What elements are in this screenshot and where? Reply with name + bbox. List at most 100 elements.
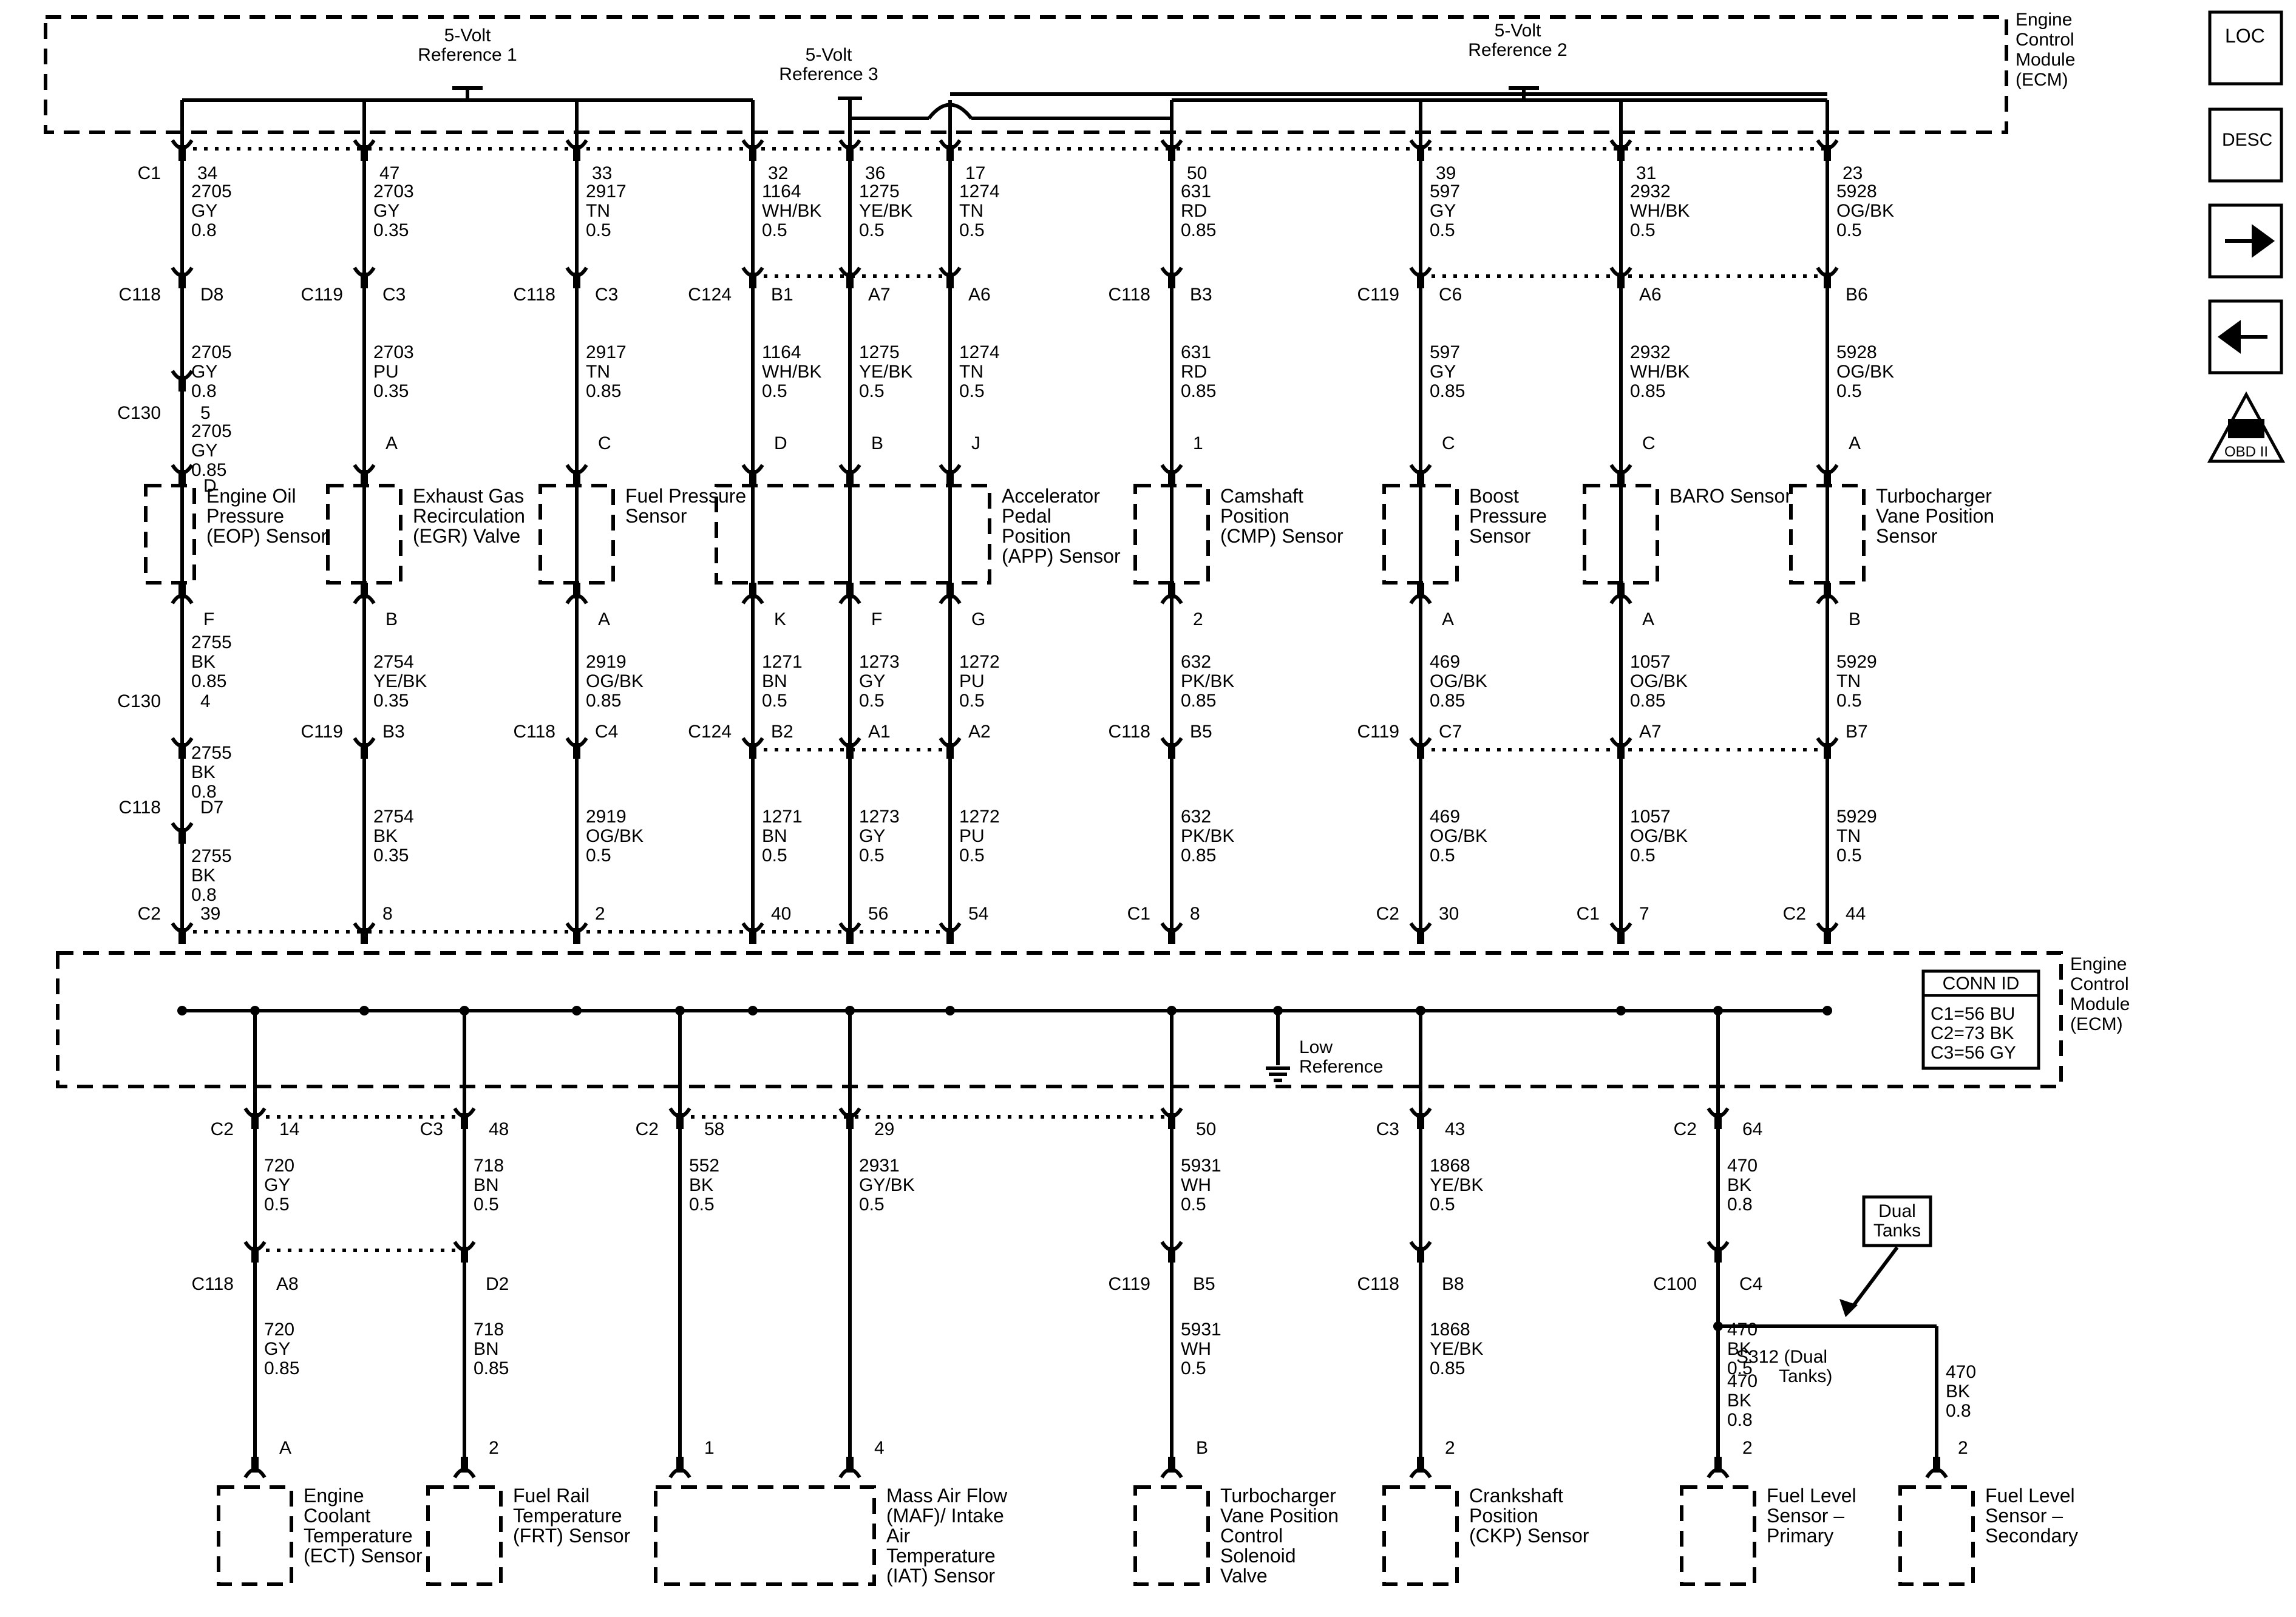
pin-b-5: F [871,609,882,629]
b-component-label-secondary-line: Sensor – [1985,1505,2063,1527]
component-label-7-line: BARO Sensor [1669,485,1792,507]
wire2-spec-5-line: 1275 [859,342,900,362]
b-component-label-4-line: Vane Position [1220,1505,1339,1527]
component-box-7 [1583,484,1659,585]
b-wire1-spec-2-line: 0.5 [474,1195,499,1215]
connector-pin [1714,1247,1722,1263]
b-wire-secondary-spec-line: BK [1946,1381,1970,1402]
pin-mid-5: A7 [868,285,891,305]
b-wire-primary-spec-line: 0.8 [1727,1410,1753,1430]
connector-pin [676,1457,684,1473]
b-wire1-spec-3-line: BK [689,1175,713,1195]
connector-pin [1714,1113,1722,1129]
wire2-spec-4-line: 1164 [762,342,801,362]
conn-b1-2: C119 [301,722,344,742]
connector-pin [846,1113,854,1129]
obd-roman-two-icon [2228,419,2264,438]
pin-a-6: J [971,433,980,453]
wire6-spec-1-line: 2755 [191,846,232,866]
wire1-spec-1-line: GY [191,201,217,221]
component-box-1 [144,484,196,585]
conn-id-title: CONN ID [1943,974,2020,994]
b-wire1-spec-4-line: 2931 [859,1156,900,1176]
wire5-spec-9-line: OG/BK [1630,826,1688,846]
b-wire1-spec-6-line: YE/BK [1430,1175,1483,1195]
connector-pin [178,273,186,288]
component-label-2-line: (EGR) Valve [413,525,520,547]
b-pin-top-2: 48 [489,1119,509,1139]
pin-mid-9: A6 [1639,285,1662,305]
pin-b1-4: B2 [771,722,793,742]
splice-dot [572,1006,582,1015]
connector-pin [1617,470,1625,486]
desc-button[interactable] [2208,107,2283,183]
b-pin-3: 1 [704,1438,715,1458]
b-wire1-spec-7-line: 0.8 [1727,1195,1753,1215]
wire5-spec-2-line: 0.35 [373,846,409,866]
wire2-spec-3-line: 2917 [586,342,627,362]
b-conn-mid-7: C100 [1653,1274,1697,1294]
connector-pin [1417,928,1424,944]
connector-pin [946,583,954,598]
wire2-spec-10-line: OG/BK [1836,362,1894,382]
component-label-4-line: Pedal [1002,505,1051,527]
conn-mid-7: C118 [1109,285,1151,305]
pin-b-3: A [598,609,610,629]
b-wire1-spec-5-line: 5931 [1181,1156,1221,1176]
pin-bot-1: 39 [200,904,220,924]
wire4-spec-5-line: 1273 [859,652,900,672]
b-component-label-5-line: Crankshaft [1469,1485,1563,1507]
connector-pin [178,828,186,844]
conn-bot-9: C1 [1577,904,1600,924]
b-wire2-spec-2-line: 718 [474,1320,504,1340]
wire4-spec-8-line: OG/BK [1430,671,1487,691]
wire5-spec-9-line: 0.5 [1630,846,1656,866]
connector-pin [1824,928,1831,944]
b-component-box-5 [1382,1485,1459,1586]
connector-pin [1824,583,1831,598]
pin-b-10: B [1849,609,1861,629]
b-pin-mid-5: B5 [1193,1274,1215,1294]
connector-pin [1168,273,1175,288]
pin-top-1: 34 [197,163,217,183]
splice-dot [1822,1006,1832,1015]
loc-button[interactable] [2208,10,2283,86]
ecm-top-box [44,15,2008,134]
wire5-spec-6-line: 0.5 [959,846,985,866]
connector-pin [361,583,368,598]
pin-top-7: 50 [1187,163,1207,183]
component-label-3-line: Fuel Pressure [625,485,746,507]
b-component-box-1 [217,1485,293,1586]
splice-dot [359,1006,369,1015]
pin-top-6: 17 [965,163,985,183]
connector-pin [1168,928,1175,944]
component-label-6-line: Boost [1469,485,1519,507]
pin-b1-1: 4 [200,691,211,711]
pin-b-9: A [1642,609,1654,629]
callout-label-line: Tanks [1873,1221,1921,1241]
connector-pin [846,470,854,486]
wire5-spec-4-line: BN [762,826,787,846]
wire1-spec-8-line: 0.5 [1430,220,1455,240]
component-label-5-line: Position [1220,505,1289,527]
connector-pin [361,470,368,486]
b-wire2-spec-5-line: 5931 [1181,1320,1221,1340]
conn-mid-3: C118 [514,285,556,305]
wire2-spec-2-line: 0.35 [373,381,409,401]
